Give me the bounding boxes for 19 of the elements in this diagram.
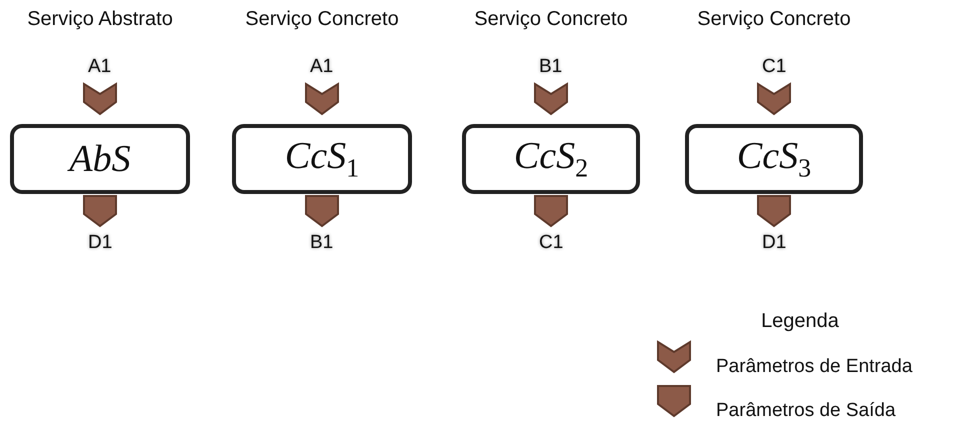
parameter-label: B1 [310, 232, 334, 254]
parameter-label: B1 [539, 56, 562, 78]
service-heading: Serviço Concreto [696, 8, 852, 31]
service-heading: Serviço Abstrato [26, 8, 174, 31]
legend-title: Legenda [760, 310, 840, 333]
parameter-label: C1 [762, 56, 786, 78]
service-box: AbS [10, 124, 190, 194]
parameter-label: A1 [88, 56, 112, 78]
service-box: CcS$_{2}$ [462, 124, 640, 194]
parameter-label: C1 [539, 232, 564, 254]
parameter-label: A1 [310, 56, 334, 78]
legend-text: Parâmetros de Saída [716, 400, 896, 422]
service-box: CcS$_{1}$ [232, 124, 412, 194]
parameter-label: D1 [88, 232, 112, 254]
service-heading: Serviço Concreto [473, 8, 629, 31]
parameter-label: D1 [762, 232, 786, 254]
service-heading: Serviço Concreto [244, 8, 400, 31]
legend-text: Parâmetros de Entrada [716, 356, 912, 378]
service-box: CcS$_{3}$ [685, 124, 863, 194]
